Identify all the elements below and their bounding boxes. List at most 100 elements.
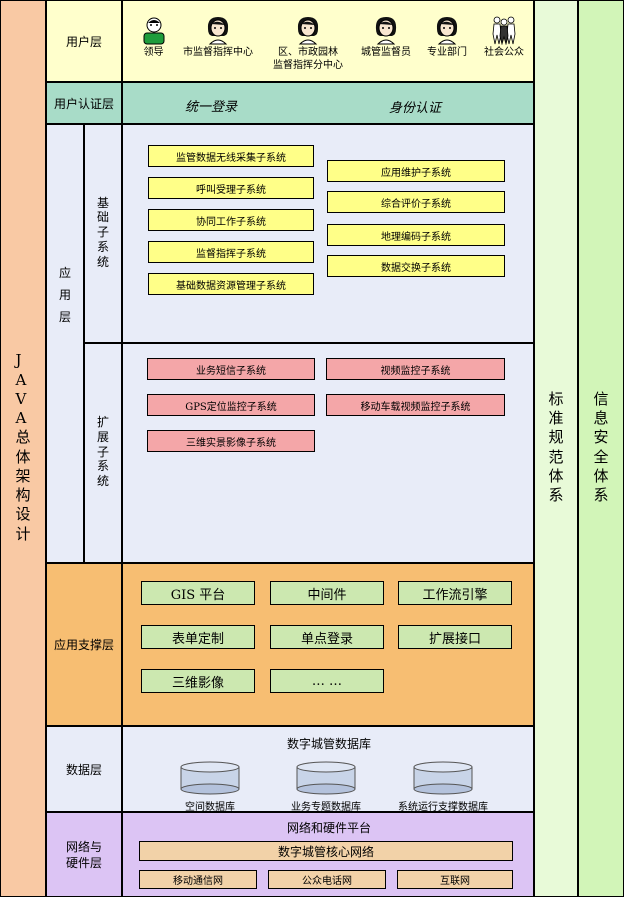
support-gis-platform[interactable]: GIS 平台 [141, 581, 255, 605]
standards-label: 标准规范体系 [548, 389, 564, 507]
vertical-char: 标 [548, 389, 564, 408]
subsystem-video-monitor[interactable]: 视频监控子系统 [326, 358, 505, 380]
network-layer-area: 网络和硬件平台 数字城管核心网络 移动通信网 公众电话网 互联网 [122, 812, 534, 897]
subsystem-supervision-command[interactable]: 监督指挥子系统 [148, 241, 314, 263]
db-business-topic[interactable]: 业务专题数据库 [271, 761, 381, 813]
vertical-char: 子 [96, 225, 109, 240]
extended-subsystem-label: 扩展子系统 [84, 343, 122, 563]
identity-auth: 身份认证 [389, 101, 442, 116]
database-icon [180, 761, 240, 795]
vertical-char: 息 [593, 409, 609, 427]
vertical-char: 安 [593, 428, 609, 447]
subsystem-collaboration[interactable]: 协同工作子系统 [148, 209, 314, 231]
vertical-char: 应 [58, 266, 71, 280]
user-label: 领导 [143, 47, 164, 58]
user-label: 区、市政园林监督指挥分中心 [273, 47, 343, 71]
db-system-support[interactable]: 系统运行支撑数据库 [381, 761, 505, 813]
auth-layer-area: 统一登录 身份认证 [122, 82, 534, 124]
subsystem-basic-data-resources[interactable]: 基础数据资源管理子系统 [148, 273, 314, 295]
support-extension-interface[interactable]: 扩展接口 [398, 625, 512, 649]
support-single-sign-on[interactable]: 单点登录 [270, 625, 384, 649]
network-internet[interactable]: 互联网 [397, 870, 513, 889]
subsystem-data-exchange[interactable]: 数据交换子系统 [327, 255, 505, 277]
vertical-char: 体 [593, 466, 609, 485]
app-layer-label: 应用层 [46, 124, 84, 563]
vertical-char: 层 [58, 309, 71, 324]
user-layer-area: 领导 市监督指挥中心 区、市政园林监督指挥分中心 城管监督员专业部门社会公众 [122, 0, 534, 82]
database-title: 数字城管数据库 [286, 737, 371, 751]
vertical-char: 系 [548, 486, 564, 504]
user-item[interactable]: 区、市政园林监督指挥分中心 [263, 15, 353, 72]
network-title: 网络和硬件平台 [286, 821, 371, 835]
database-icon [296, 761, 356, 795]
user-item[interactable]: 专业部门 [419, 15, 475, 59]
basic-subsystem-label-text: 基础子系统 [96, 196, 109, 271]
support-workflow-engine[interactable]: 工作流引擎 [398, 581, 512, 605]
subsystem-app-maintenance[interactable]: 应用维护子系统 [327, 160, 505, 182]
vertical-char: 架 [15, 466, 31, 485]
vertical-char: 子 [96, 444, 109, 459]
leader-icon [131, 15, 176, 45]
subsystem-geocoding[interactable]: 地理编码子系统 [327, 224, 505, 246]
database-icon [413, 761, 473, 795]
vertical-char: 全 [593, 447, 609, 466]
subsystem-sms[interactable]: 业务短信子系统 [147, 358, 315, 380]
person-icon [177, 15, 259, 45]
vertical-char: 系 [96, 459, 109, 474]
subsystem-evaluation[interactable]: 综合评价子系统 [327, 191, 505, 213]
vertical-char: 信 [593, 389, 609, 408]
security-label: 信息安全体系 [593, 389, 609, 507]
support-middleware[interactable]: 中间件 [270, 581, 384, 605]
group-icon [477, 15, 531, 45]
user-item[interactable]: 市监督指挥中心 [177, 15, 259, 59]
vertical-char: 系 [96, 239, 109, 254]
vertical-char: A [15, 370, 27, 389]
subsystem-call-center[interactable]: 呼叫受理子系统 [148, 177, 314, 199]
vertical-char: 总 [15, 428, 31, 447]
subsystem-gps[interactable]: GPS定位监控子系统 [147, 394, 315, 416]
vertical-char: 范 [548, 447, 564, 466]
vertical-char: J [15, 351, 22, 370]
support-3d-imaging[interactable]: 三维影像 [141, 669, 255, 693]
basic-subsystem-area: 监管数据无线采集子系统 呼叫受理子系统 协同工作子系统 监督指挥子系统 基础数据… [122, 124, 534, 343]
core-network[interactable]: 数字城管核心网络 [139, 841, 513, 861]
vertical-char: 计 [15, 524, 31, 543]
vertical-char: 体 [15, 447, 31, 466]
user-label: 市监督指挥中心 [183, 47, 253, 58]
vertical-char: 准 [548, 409, 564, 427]
user-label: 城管监督员 [361, 47, 411, 58]
unified-login: 统一登录 [185, 100, 238, 115]
vertical-char: 扩 [96, 415, 109, 429]
subsystem-wireless-collection[interactable]: 监管数据无线采集子系统 [148, 145, 314, 167]
basic-subsystem-label: 基础子系统 [84, 124, 122, 343]
vertical-char: 规 [548, 428, 564, 447]
vertical-char: 统 [96, 254, 109, 269]
data-layer-area: 数字城管数据库 空间数据库 业务专题数据库 系统运行支撑数据库 [122, 726, 534, 813]
db-spatial[interactable]: 空间数据库 [165, 761, 255, 813]
network-mobile[interactable]: 移动通信网 [139, 870, 257, 889]
vertical-char: 础 [96, 210, 109, 225]
support-form-customization[interactable]: 表单定制 [141, 625, 255, 649]
subsystem-vehicle-video[interactable]: 移动车载视频监控子系统 [326, 394, 505, 416]
vertical-char: 系 [593, 486, 609, 504]
person-icon [419, 15, 475, 45]
user-item[interactable]: 城管监督员 [351, 15, 421, 59]
vertical-char: 用 [58, 287, 71, 302]
subsystem-3d-imaging[interactable]: 三维实景影像子系统 [147, 430, 315, 452]
support-more[interactable]: … … [270, 669, 384, 693]
vertical-char: 设 [15, 505, 31, 524]
support-layer-area: GIS 平台 中间件 工作流引擎 表单定制 单点登录 扩展接口 三维影像 … … [122, 563, 534, 726]
network-layer-label-text: 网络与硬件层 [65, 839, 102, 870]
network-telephone[interactable]: 公众电话网 [268, 870, 386, 889]
vertical-char: V [15, 389, 27, 408]
user-item[interactable]: 领导 [131, 15, 176, 59]
user-item[interactable]: 社会公众 [477, 15, 531, 59]
vertical-char: 展 [96, 429, 109, 444]
person-icon [351, 15, 421, 45]
network-layer-label: 网络与硬件层 [46, 812, 122, 897]
vertical-char: 构 [15, 486, 31, 504]
extended-subsystem-label-text: 扩展子系统 [96, 415, 109, 490]
standards-column: 标准规范体系 [534, 0, 578, 897]
user-layer-label: 用户层 [46, 0, 122, 82]
